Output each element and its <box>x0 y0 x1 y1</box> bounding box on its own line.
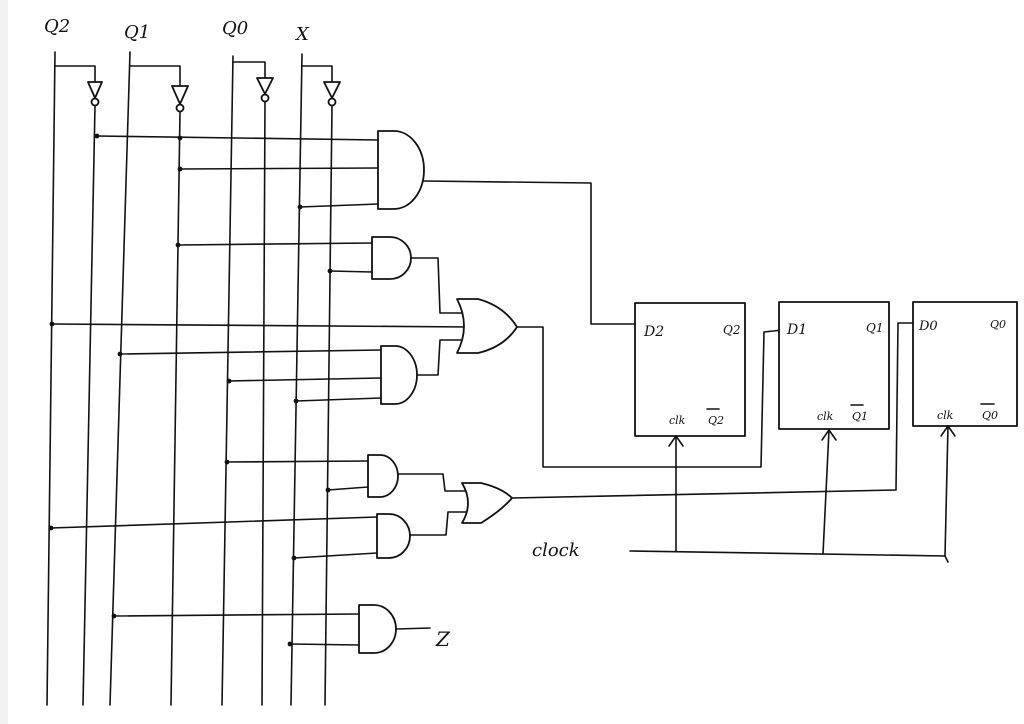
rail-x-bar <box>324 105 333 706</box>
flip-flop-1: D1 Q1 clk Q1 <box>778 301 890 441</box>
inverter-x <box>323 81 341 99</box>
and-gate-6 <box>358 604 397 654</box>
ff2-qbar-label: Q2 <box>708 414 724 427</box>
rail-q1 <box>109 51 131 706</box>
input-label-q2: Q2 <box>44 16 70 37</box>
rail-q2-bar <box>82 105 96 706</box>
input-rails <box>46 51 341 706</box>
input-label-q1: Q1 <box>124 22 150 43</box>
rail-q1-bar <box>170 111 181 706</box>
tap-q2 <box>54 65 96 83</box>
junction-dots <box>48 133 333 647</box>
input-label-x: X <box>294 24 310 45</box>
flip-flop-2: D2 Q2 clk Q2 <box>634 302 746 447</box>
gate-output-wires <box>395 180 918 630</box>
paper-edge <box>0 0 8 724</box>
input-label-q0: Q0 <box>222 18 248 39</box>
or-gate-1 <box>456 298 518 354</box>
and-gate-3 <box>380 345 418 405</box>
clock-label: clock <box>532 540 580 561</box>
inverter-q1 <box>171 85 189 105</box>
ff0-clk-label: clk <box>937 409 954 422</box>
tap-x <box>301 65 333 83</box>
logic-gates <box>358 130 518 654</box>
gate-input-wires <box>50 135 471 646</box>
ff1-d-label: D1 <box>786 322 807 338</box>
inverter-q0 <box>256 77 274 95</box>
and-gate-4 <box>367 454 399 498</box>
tap-q1 <box>129 65 181 87</box>
rail-q0-bar <box>261 101 266 706</box>
output-label-z: Z <box>435 627 451 651</box>
and-gate-5 <box>376 513 411 559</box>
ff0-d-label: D0 <box>918 319 938 334</box>
ff0-qbar-label: Q0 <box>982 409 998 422</box>
ff1-q-label: Q1 <box>866 321 883 335</box>
ff1-qbar-label: Q1 <box>852 410 868 423</box>
ff0-q-label: Q0 <box>990 318 1006 331</box>
or-gate-2 <box>461 482 513 524</box>
inverter-q2 <box>87 81 103 99</box>
tap-q0 <box>232 61 266 79</box>
ff1-clk-label: clk <box>817 410 834 423</box>
and-gate-1 <box>377 130 425 210</box>
clock-network <box>629 425 949 563</box>
ff2-clk-label: clk <box>669 414 686 427</box>
ff2-d-label: D2 <box>643 324 664 340</box>
flip-flop-0: D0 Q0 clk Q0 <box>912 301 1018 437</box>
and-gate-2 <box>371 236 412 280</box>
rail-q2 <box>46 51 56 706</box>
ff2-q-label: Q2 <box>723 323 740 337</box>
